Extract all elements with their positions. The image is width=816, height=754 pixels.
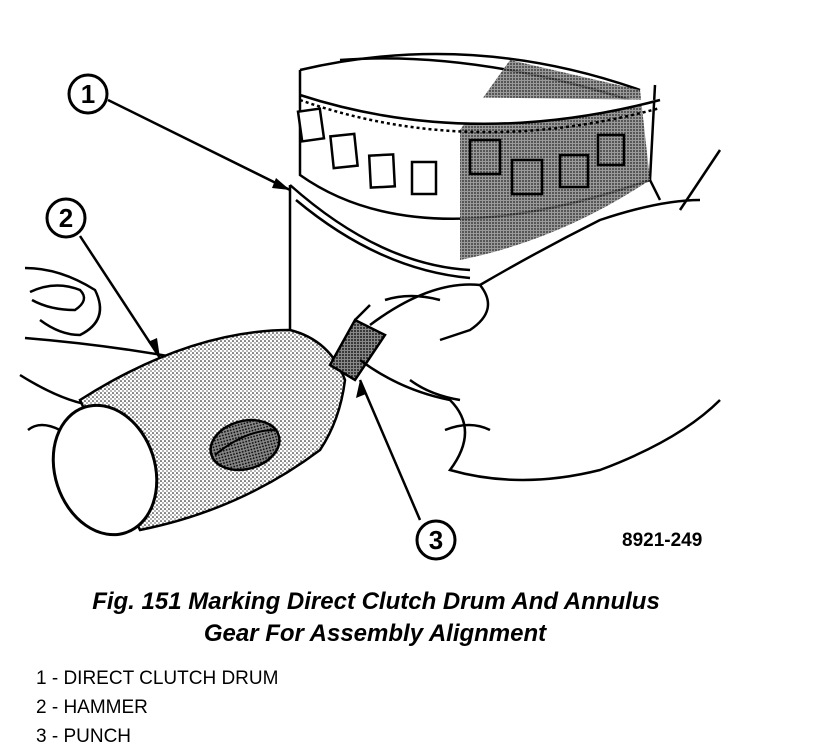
punch <box>328 304 387 382</box>
hammer <box>51 328 347 537</box>
legend: 1 - DIRECT CLUTCH DRUM 2 - HAMMER 3 - PU… <box>36 664 278 751</box>
technical-illustration: 1 2 3 8921-249 <box>19 52 722 561</box>
right-hand <box>359 149 722 482</box>
caption-line-1: Fig. 151 Marking Direct Clutch Drum And … <box>92 588 660 615</box>
illustration-svg: 1 2 3 8921-249 <box>19 52 722 561</box>
callout-3: 3 <box>356 379 457 561</box>
callout-1: 1 <box>67 73 291 192</box>
legend-item: 2 - HAMMER <box>36 697 148 718</box>
callout-label-2: 2 <box>59 203 73 233</box>
callout-2: 2 <box>45 197 162 359</box>
annulus-gear-tabs <box>296 93 661 196</box>
part-number: 8921-249 <box>622 530 702 551</box>
caption-line-2: Gear For Assembly Alignment <box>203 620 547 647</box>
callout-label-1: 1 <box>81 79 95 109</box>
figure-caption: Fig. 151 Marking Direct Clutch Drum And … <box>0 586 760 650</box>
legend-item: 3 - PUNCH <box>36 726 132 747</box>
drum-shading <box>460 60 650 260</box>
legend-item: 1 - DIRECT CLUTCH DRUM <box>36 668 279 689</box>
callout-label-3: 3 <box>429 525 443 555</box>
